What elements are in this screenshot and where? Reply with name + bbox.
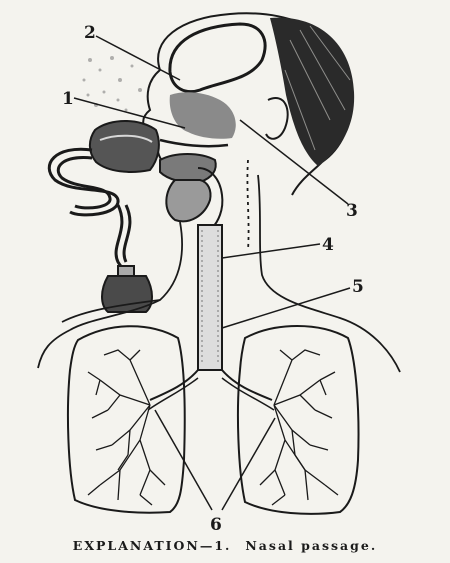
label-6: 6 — [210, 515, 222, 535]
leader-line-2 — [96, 36, 180, 80]
skull-cavity — [170, 24, 265, 92]
trachea — [198, 225, 222, 370]
leader-line-4 — [222, 244, 320, 258]
hair — [270, 18, 354, 166]
label-3: 3 — [346, 201, 358, 221]
leader-line-5 — [222, 288, 350, 328]
caption-rest: Nasal passage. — [245, 538, 377, 553]
leader-line-6b — [222, 418, 275, 510]
right-lung — [238, 326, 359, 514]
leader-line-6a — [155, 410, 212, 510]
label-1: 1 — [62, 89, 74, 109]
left-lung — [68, 326, 185, 512]
label-5: 5 — [352, 277, 364, 297]
label-4: 4 — [322, 235, 334, 255]
nebulizer-mask — [90, 121, 159, 172]
nasal-passage — [160, 92, 236, 146]
bronchi — [148, 370, 274, 410]
label-2: 2 — [84, 23, 96, 43]
oral-cavity — [160, 154, 216, 183]
figure-caption: EXPLANATION—1. Nasal passage. — [0, 538, 450, 553]
caption-lead: EXPLANATION—1. — [73, 538, 232, 553]
ear — [266, 98, 288, 139]
